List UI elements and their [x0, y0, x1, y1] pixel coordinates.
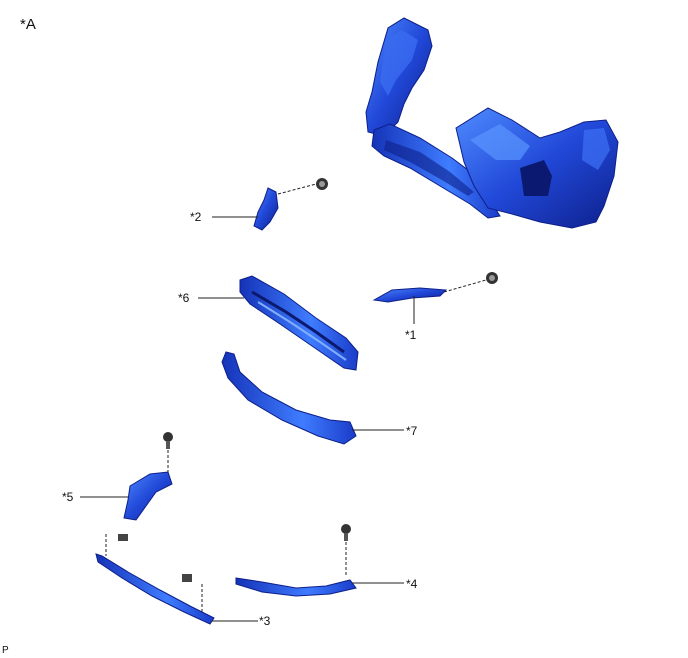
front-bumper-cover [365, 17, 619, 229]
callout-1: *1 [405, 328, 417, 342]
view-label: *A [20, 16, 36, 33]
callout-5: *5 [62, 490, 74, 504]
part-3-lower-strip [95, 553, 215, 625]
part-4-lower-strip [235, 577, 357, 597]
callout-2: *2 [190, 210, 202, 224]
part-7-lower-molding [221, 351, 357, 445]
part-5-screw [163, 432, 173, 449]
part-2-bracket [253, 187, 279, 231]
part-1-clip [486, 272, 498, 284]
part-2-dashed-line [277, 183, 317, 195]
part-1-molding [372, 287, 448, 303]
part-1-dashed-line [443, 279, 487, 293]
part-2-clip [316, 178, 328, 190]
callout-4: *4 [406, 577, 418, 591]
part-4-screw [341, 524, 351, 541]
part-6-grille [239, 275, 359, 371]
callout-3: *3 [259, 614, 271, 628]
callout-7: *7 [406, 424, 418, 438]
part-3-clip-a [118, 534, 128, 541]
part-5-bracket [123, 471, 173, 521]
part-3-clip-b [182, 574, 192, 582]
callout-6: *6 [178, 291, 190, 305]
corner-code: P [2, 645, 9, 656]
